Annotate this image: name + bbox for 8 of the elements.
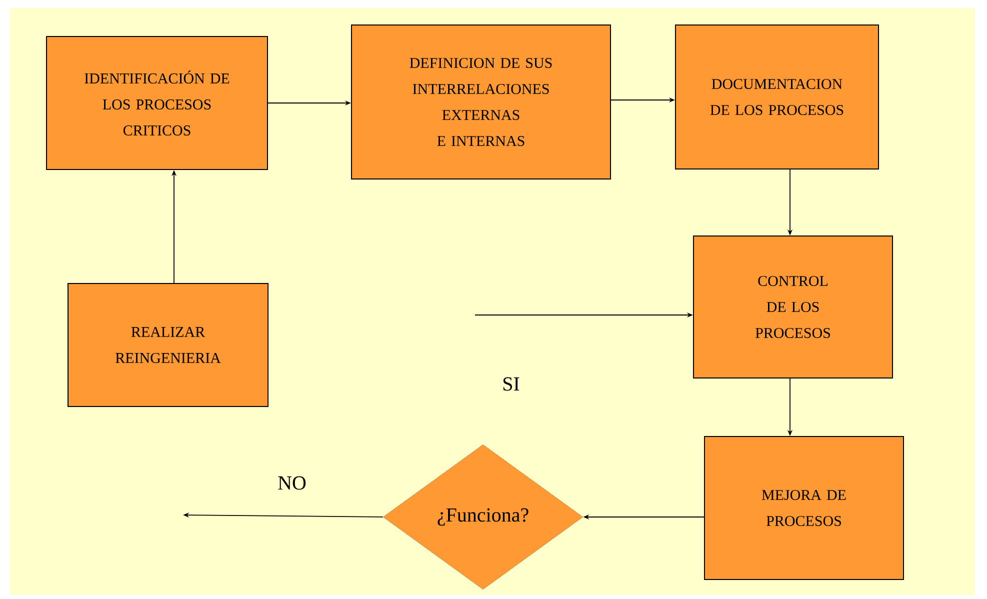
- process-box: IDENTIFICACIÓN DE LOS PROCESOS CRITICOS: [46, 36, 268, 170]
- process-box: DEFINICION DE SUS INTERRELACIONES EXTERNAS E INTERNAS: [351, 24, 611, 180]
- process-box: CONTROL DE LOS PROCESOS: [693, 236, 893, 378]
- process-box: MEJORA DE PROCESOS: [704, 436, 904, 580]
- process-box: DOCUMENTACION DE LOS PROCESOS: [675, 24, 879, 170]
- edge-label: NO: [278, 476, 306, 490]
- edge-label: SI: [503, 377, 520, 391]
- process-box: REALIZAR REINGENIERIA: [68, 283, 268, 407]
